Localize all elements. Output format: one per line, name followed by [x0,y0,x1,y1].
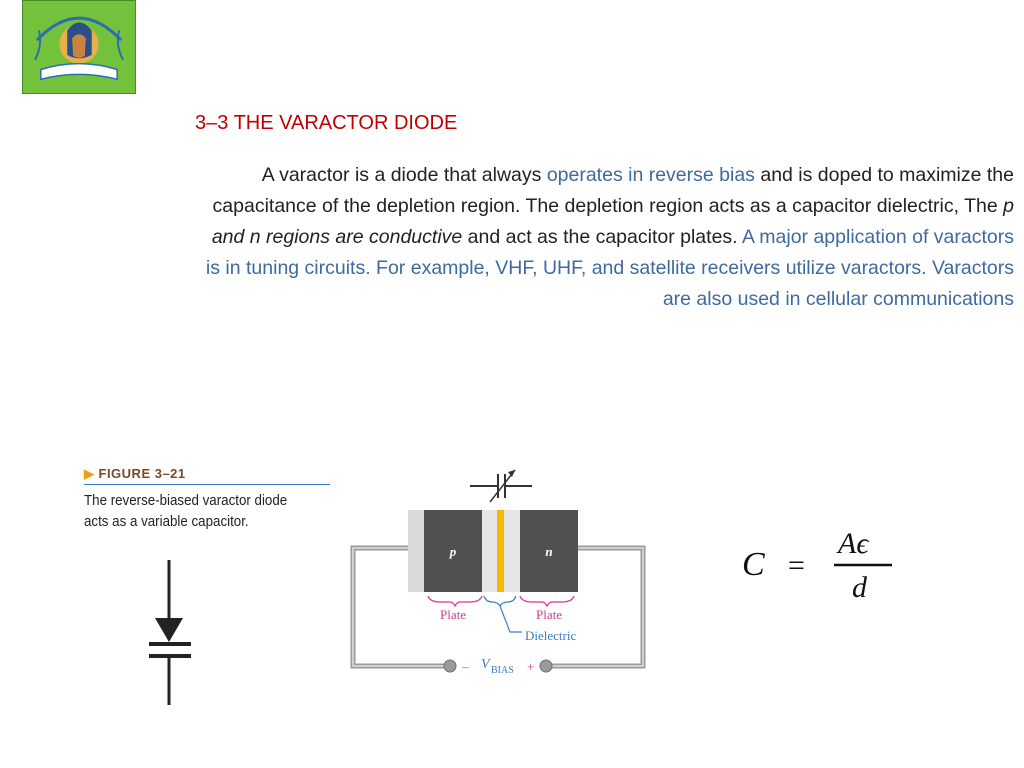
caption-line: The reverse-biased varactor diode [84,493,288,509]
formula-lhs: C [742,546,765,583]
para-line-1: A varactor is a diode that always operat… [50,160,1014,191]
figure-rule [84,484,330,485]
figure-number: FIGURE 3–21 [98,466,186,481]
para-line-2: capacitance of the depletion region. The… [50,191,1014,222]
p-region [424,510,482,592]
negative-terminal-icon [443,659,457,673]
p-label: p [449,544,457,559]
triangle-right-icon: ▶ [84,466,95,481]
diode-triangle-icon [155,618,183,642]
body-paragraph: A varactor is a diode that always operat… [50,160,1014,315]
formula-denominator: d [852,571,868,604]
positive-terminal-icon [539,659,553,673]
minus-sign: – [461,659,469,674]
formula-numerator: Aϵ [836,527,870,560]
highlight-text: operates in reverse bias [546,164,755,186]
vbias-v: V [481,657,491,672]
para-text: and act as the capacitor plates. [462,226,742,248]
plate-label: Plate [536,607,562,622]
university-logo [22,0,136,94]
italic-text: and n regions are conductive [211,226,463,248]
varactor-circuit-diagram: p n Plate Plate Dielectric – V BIAS + [350,469,646,676]
logo-emblem-icon [23,1,135,93]
plus-sign: + [527,659,534,674]
capacitance-formula: C = Aϵ d [742,527,892,604]
plate-label: Plate [440,607,466,622]
highlight-text: A major application of varactors [741,226,1014,248]
italic-text: p [1003,195,1014,217]
para-line-5: are also used in cellular communications [662,288,1014,310]
caption-line: acts as a variable capacitor. [84,514,249,530]
dielectric-layer [497,510,504,592]
varactor-diode-symbol [149,560,191,705]
vbias-sub: BIAS [491,665,514,676]
para-text: and is doped to maximize the [754,164,1014,186]
para-text: A varactor is a diode that always [261,164,547,186]
para-line-3: and n regions are conductive and act as … [50,222,1014,253]
figure-caption: ▶FIGURE 3–21 The reverse-biased varactor… [84,466,330,533]
n-region [520,510,578,592]
dielectric-label: Dielectric [525,628,576,643]
para-line-4: is in tuning circuits. For example, VHF,… [205,257,1014,279]
slide-title: 3–3 THE VARACTOR DIODE [195,112,458,134]
formula-equals: = [788,549,805,582]
para-text: capacitance of the depletion region. The… [212,195,1004,217]
figure-description: The reverse-biased varactor diode acts a… [84,491,310,533]
variable-capacitor-icon [470,469,532,503]
figure-label: ▶FIGURE 3–21 [84,466,330,482]
n-label: n [545,544,552,559]
